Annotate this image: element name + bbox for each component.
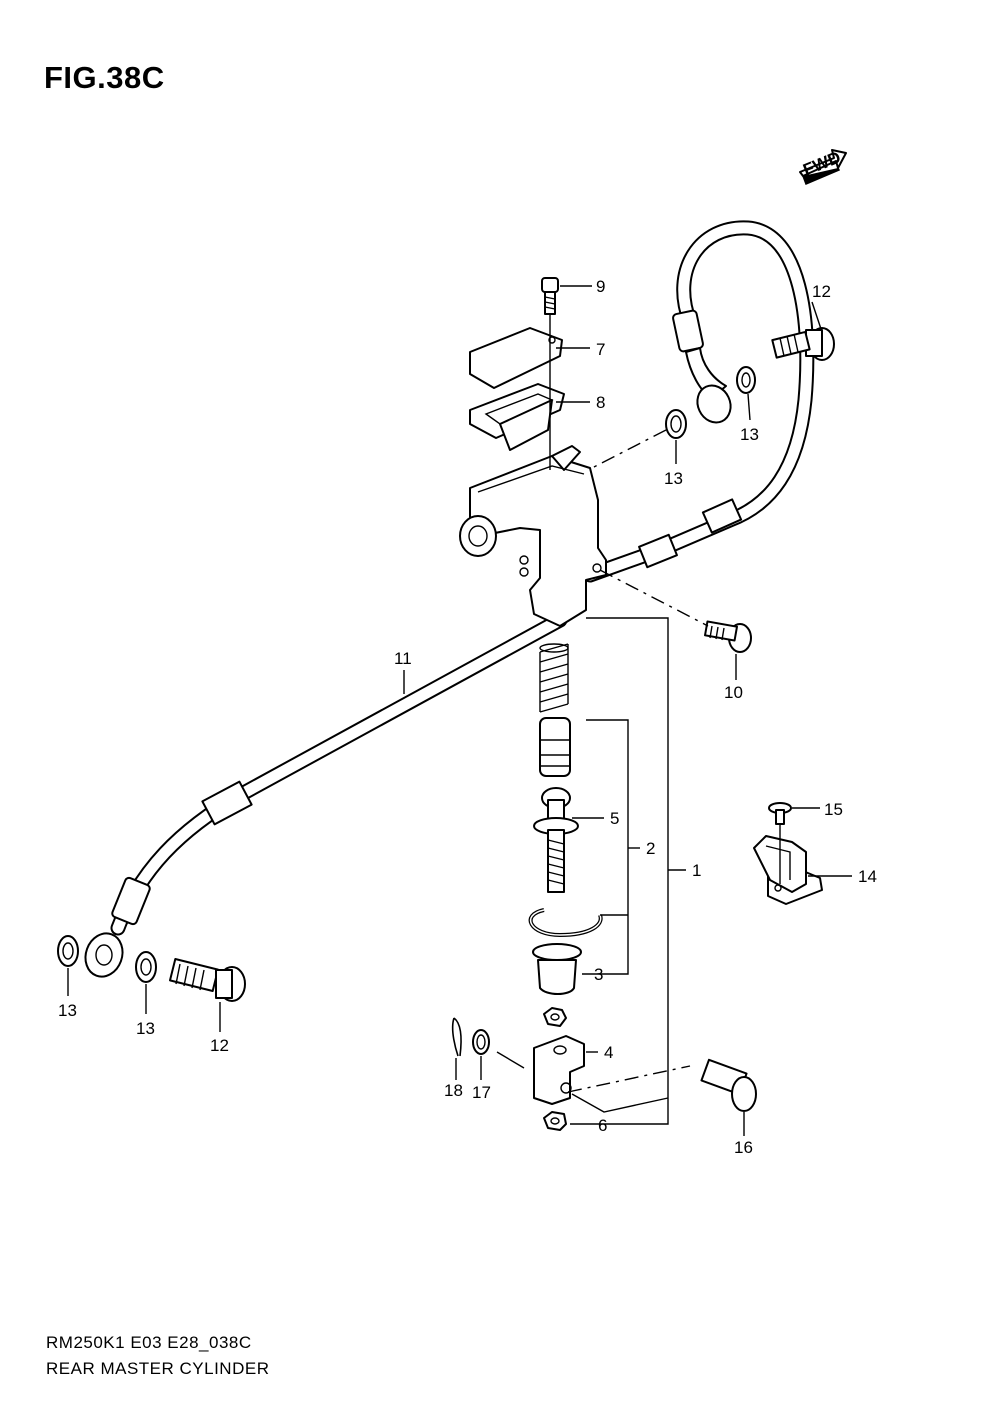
nut-6-top — [543, 1007, 567, 1027]
washer-13-top-mid — [665, 409, 687, 439]
clevis-4 — [533, 1035, 585, 1105]
master-cylinder-body — [459, 445, 607, 627]
fwd-arrow-icon: FWD — [799, 148, 847, 185]
push-rod-5 — [533, 787, 579, 893]
nut-6-bottom — [543, 1111, 567, 1131]
callout-9: 9 — [596, 277, 605, 296]
washer-13-top-right — [736, 366, 756, 394]
washer-13-bottom-left — [57, 935, 79, 967]
washer-13-bottom-mid — [135, 951, 157, 983]
callout-18: 18 — [444, 1081, 463, 1100]
cap-screw-9 — [541, 277, 559, 315]
figure-title: FIG.38C — [44, 60, 165, 95]
callout-10: 10 — [724, 683, 743, 702]
callout-17: 17 — [472, 1083, 491, 1102]
callout-1: 1 — [692, 861, 701, 880]
diagram-caption: REAR MASTER CYLINDER — [46, 1359, 270, 1378]
callout-7: 7 — [596, 340, 605, 359]
cotter-pin-18 — [451, 1017, 462, 1057]
boot-3 — [532, 943, 582, 995]
callout-14: 14 — [858, 867, 877, 886]
piston-assembly — [539, 717, 571, 777]
union-bolt-12-bottom — [168, 958, 246, 1002]
callout-12-bottom: 12 — [210, 1036, 229, 1055]
hose-bracket-14 — [753, 835, 823, 905]
bolt-10 — [704, 620, 752, 653]
brake-hose-upper — [582, 220, 815, 583]
callout-11: 11 — [394, 649, 412, 668]
union-bolt-12-top — [771, 327, 835, 361]
reservoir-cap-7 — [469, 327, 563, 389]
callout-13-top-mid: 13 — [664, 469, 683, 488]
callout-4: 4 — [604, 1043, 613, 1062]
diaphragm-8 — [469, 383, 565, 451]
callout-3: 3 — [594, 965, 603, 984]
callout-13-bottom-left: 13 — [58, 1001, 77, 1020]
washer-17 — [472, 1029, 490, 1055]
spring — [539, 643, 569, 713]
screw-15 — [768, 802, 792, 825]
clevis-pin-16 — [700, 1058, 757, 1112]
callout-16: 16 — [734, 1138, 753, 1157]
brake-hose-lower — [84, 612, 568, 978]
circlip — [528, 908, 603, 938]
callout-13-top-right: 13 — [740, 425, 759, 444]
callout-5: 5 — [610, 809, 619, 828]
callout-13-bottom-mid: 13 — [136, 1019, 155, 1038]
callout-15: 15 — [824, 800, 843, 819]
callout-2: 2 — [646, 839, 655, 858]
callout-8: 8 — [596, 393, 605, 412]
model-code: RM250K1 E03 E28_038C — [46, 1333, 252, 1352]
callout-12-top: 12 — [812, 282, 831, 301]
callout-6: 6 — [598, 1116, 607, 1135]
